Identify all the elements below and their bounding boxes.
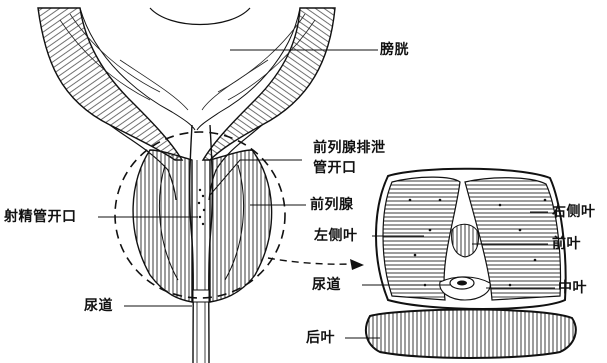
posterior-lobe-region [366, 310, 576, 359]
prostate-label: 前列腺 [310, 197, 354, 213]
prostate-cross-section [366, 169, 576, 358]
urethra-label-left: 尿道 [84, 298, 113, 314]
middle-lobe-label: 中叶 [558, 280, 587, 296]
anterior-lobe-label: 前叶 [552, 236, 581, 252]
prostate-body [133, 150, 272, 302]
right-lateral-lobe-label: 右侧叶 [552, 204, 596, 220]
zoom-arrow [268, 258, 352, 264]
duct-openings-label-line2: 管开口 [313, 160, 357, 176]
zoom-arrow-head [350, 259, 364, 270]
left-lateral-lobe-label: 左侧叶 [314, 228, 358, 244]
posterior-lobe-label: 后叶 [306, 330, 335, 346]
duct-openings-label-line1: 前列腺排泄 [313, 140, 386, 156]
urethra-section-label: 尿道 [312, 277, 341, 293]
bladder-label: 膀胱 [380, 42, 409, 58]
ejaculatory-duct-opening-label: 射精管开口 [4, 209, 77, 225]
